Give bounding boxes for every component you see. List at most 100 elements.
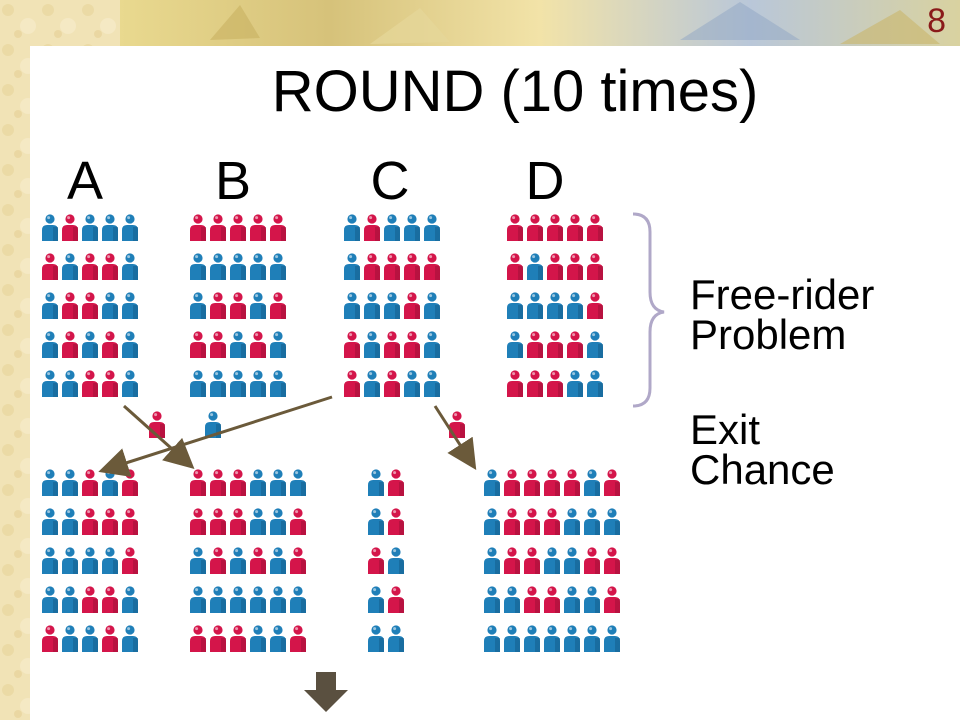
person-red <box>527 214 543 241</box>
person-blue <box>62 253 78 280</box>
person-blue <box>190 586 206 613</box>
person-red <box>122 547 138 574</box>
person-red <box>250 214 266 241</box>
person-blue <box>250 586 266 613</box>
person-blue <box>364 292 380 319</box>
exit-chance-line-2: Chance <box>690 446 835 493</box>
person-red <box>344 370 360 397</box>
person-blue <box>230 547 246 574</box>
person-red <box>507 253 523 280</box>
person-red <box>230 292 246 319</box>
person-blue <box>424 331 440 358</box>
person-blue <box>424 214 440 241</box>
person-blue <box>527 292 543 319</box>
person-red <box>102 253 118 280</box>
person-blue <box>102 547 118 574</box>
person-red <box>82 508 98 535</box>
person-blue <box>507 331 523 358</box>
person-blue <box>122 214 138 241</box>
person-blue <box>484 547 500 574</box>
group-a-people <box>42 214 138 397</box>
person-blue <box>270 586 286 613</box>
person-blue <box>62 508 78 535</box>
move-arrow-c-to-a <box>98 395 333 477</box>
person-blue <box>122 370 138 397</box>
person-red <box>547 253 563 280</box>
person-blue <box>210 586 226 613</box>
person-blue <box>368 586 384 613</box>
person-red <box>544 469 560 496</box>
person-red <box>384 370 400 397</box>
person-blue <box>344 253 360 280</box>
person-blue <box>102 469 118 496</box>
person-red <box>424 253 440 280</box>
person-red <box>102 370 118 397</box>
person-blue <box>290 586 306 613</box>
free-rider-line-2: Problem <box>690 311 847 358</box>
person-red <box>388 586 404 613</box>
person-red <box>604 547 620 574</box>
person-blue <box>507 292 523 319</box>
person-blue <box>270 508 286 535</box>
person-blue <box>210 370 226 397</box>
group-b-people <box>190 214 286 397</box>
person-red <box>388 508 404 535</box>
person-blue <box>62 625 78 652</box>
person-blue <box>82 625 98 652</box>
person-red <box>42 253 58 280</box>
person-red <box>567 331 583 358</box>
person-blue <box>42 214 58 241</box>
person-blue <box>62 547 78 574</box>
person-blue <box>42 586 58 613</box>
person-blue <box>527 253 543 280</box>
person-red <box>290 625 306 652</box>
person-red <box>344 331 360 358</box>
person-blue <box>424 370 440 397</box>
person-red <box>388 469 404 496</box>
person-blue <box>270 469 286 496</box>
person-red <box>42 625 58 652</box>
person-blue <box>122 253 138 280</box>
person-blue <box>604 625 620 652</box>
person-blue <box>504 586 520 613</box>
move-arrow-a-to-b <box>123 404 195 469</box>
person-red <box>567 214 583 241</box>
person-blue <box>82 331 98 358</box>
person-blue <box>424 292 440 319</box>
person-blue <box>584 469 600 496</box>
person-red <box>504 469 520 496</box>
person-blue <box>584 508 600 535</box>
person-red <box>82 469 98 496</box>
person-blue <box>210 253 226 280</box>
person-red <box>544 586 560 613</box>
person-red <box>564 469 580 496</box>
person-blue <box>547 292 563 319</box>
person-blue <box>250 292 266 319</box>
person-blue <box>270 370 286 397</box>
person-blue <box>190 370 206 397</box>
person-red <box>527 331 543 358</box>
person-blue <box>587 370 603 397</box>
person-red <box>384 253 400 280</box>
move-arrow-c-to-d <box>433 405 477 471</box>
person-blue <box>250 508 266 535</box>
exiting-person-a <box>149 411 165 438</box>
person-blue <box>122 586 138 613</box>
person-blue <box>388 625 404 652</box>
person-red <box>230 508 246 535</box>
person-red <box>364 214 380 241</box>
person-blue <box>250 370 266 397</box>
person-blue <box>230 253 246 280</box>
curly-brace <box>632 212 665 408</box>
group-c-next-people <box>368 469 404 652</box>
person-red <box>102 331 118 358</box>
person-red <box>524 547 540 574</box>
person-blue <box>564 508 580 535</box>
person-blue <box>368 508 384 535</box>
person-red <box>504 547 520 574</box>
person-red <box>210 625 226 652</box>
person-blue <box>368 469 384 496</box>
person-blue <box>404 214 420 241</box>
person-blue <box>270 331 286 358</box>
person-red <box>567 253 583 280</box>
